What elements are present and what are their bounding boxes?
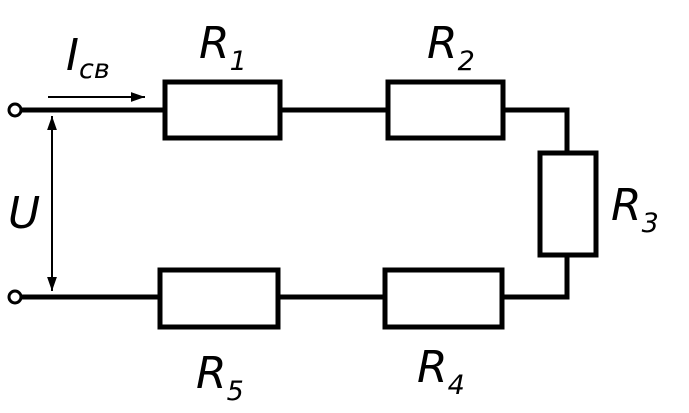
resistor-r4	[382, 267, 505, 330]
label-r3: R3	[611, 180, 659, 239]
resistor-r3	[537, 150, 599, 258]
label-r4: R4	[417, 342, 465, 401]
resistor-r2	[385, 79, 506, 141]
label-voltage: U	[8, 188, 40, 239]
terminal-bottom	[7, 289, 23, 305]
label-r1: R1	[199, 18, 247, 77]
resistor-r5	[157, 267, 281, 330]
resistor-r1	[162, 79, 283, 141]
label-current: Iсв	[66, 30, 110, 85]
label-r5: R5	[196, 348, 244, 407]
terminal-top	[7, 102, 23, 118]
label-r2: R2	[427, 18, 475, 77]
